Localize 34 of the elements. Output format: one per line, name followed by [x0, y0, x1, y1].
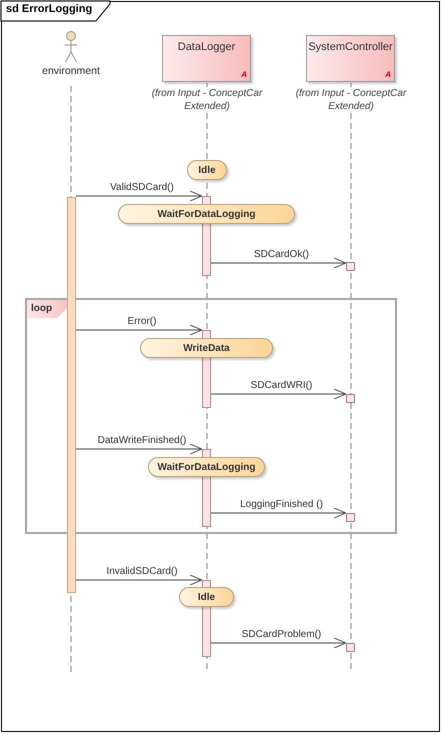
origin-note: (from Input - ConceptCar Extended): [150, 87, 264, 113]
execution-box: [346, 643, 355, 652]
fragment-tab: loop: [27, 300, 67, 318]
message-arrow: [210, 638, 346, 648]
lifeline-head: [306, 35, 395, 82]
activation-bar: [67, 197, 76, 593]
lifeline-name: SystemController: [307, 41, 394, 53]
message-arrow: [210, 258, 346, 268]
message-arrow: [76, 444, 202, 454]
origin-note: (from Input - ConceptCar Extended): [294, 87, 408, 113]
activation-bar: [202, 223, 211, 276]
execution-box: [346, 513, 355, 522]
actor-name: environment: [42, 65, 100, 77]
activation-bar: [202, 476, 211, 527]
state-invariant: WaitForDataLogging: [148, 457, 265, 477]
activation-bar: [202, 606, 211, 657]
abstract-mark: A: [241, 70, 247, 79]
lifeline-name: DataLogger: [176, 41, 236, 53]
state-invariant: Idle: [179, 587, 234, 607]
state-invariant: WriteData: [140, 338, 273, 358]
message-label: DataWriteFinished(): [96, 435, 188, 447]
message-arrow: [76, 574, 202, 586]
abstract-mark: A: [385, 70, 391, 79]
lifeline-head: [162, 35, 251, 82]
message-arrow: [210, 508, 346, 518]
activation-bar: [202, 357, 211, 408]
execution-box: [346, 262, 355, 271]
state-invariant: Idle: [187, 160, 227, 180]
diagram-title: sd ErrorLogging: [6, 3, 92, 15]
message-arrow: [210, 388, 346, 400]
message-arrow: [76, 324, 202, 336]
message-arrow: [76, 190, 202, 202]
state-invariant: WaitForDataLogging: [118, 204, 295, 224]
execution-box: [346, 394, 355, 403]
